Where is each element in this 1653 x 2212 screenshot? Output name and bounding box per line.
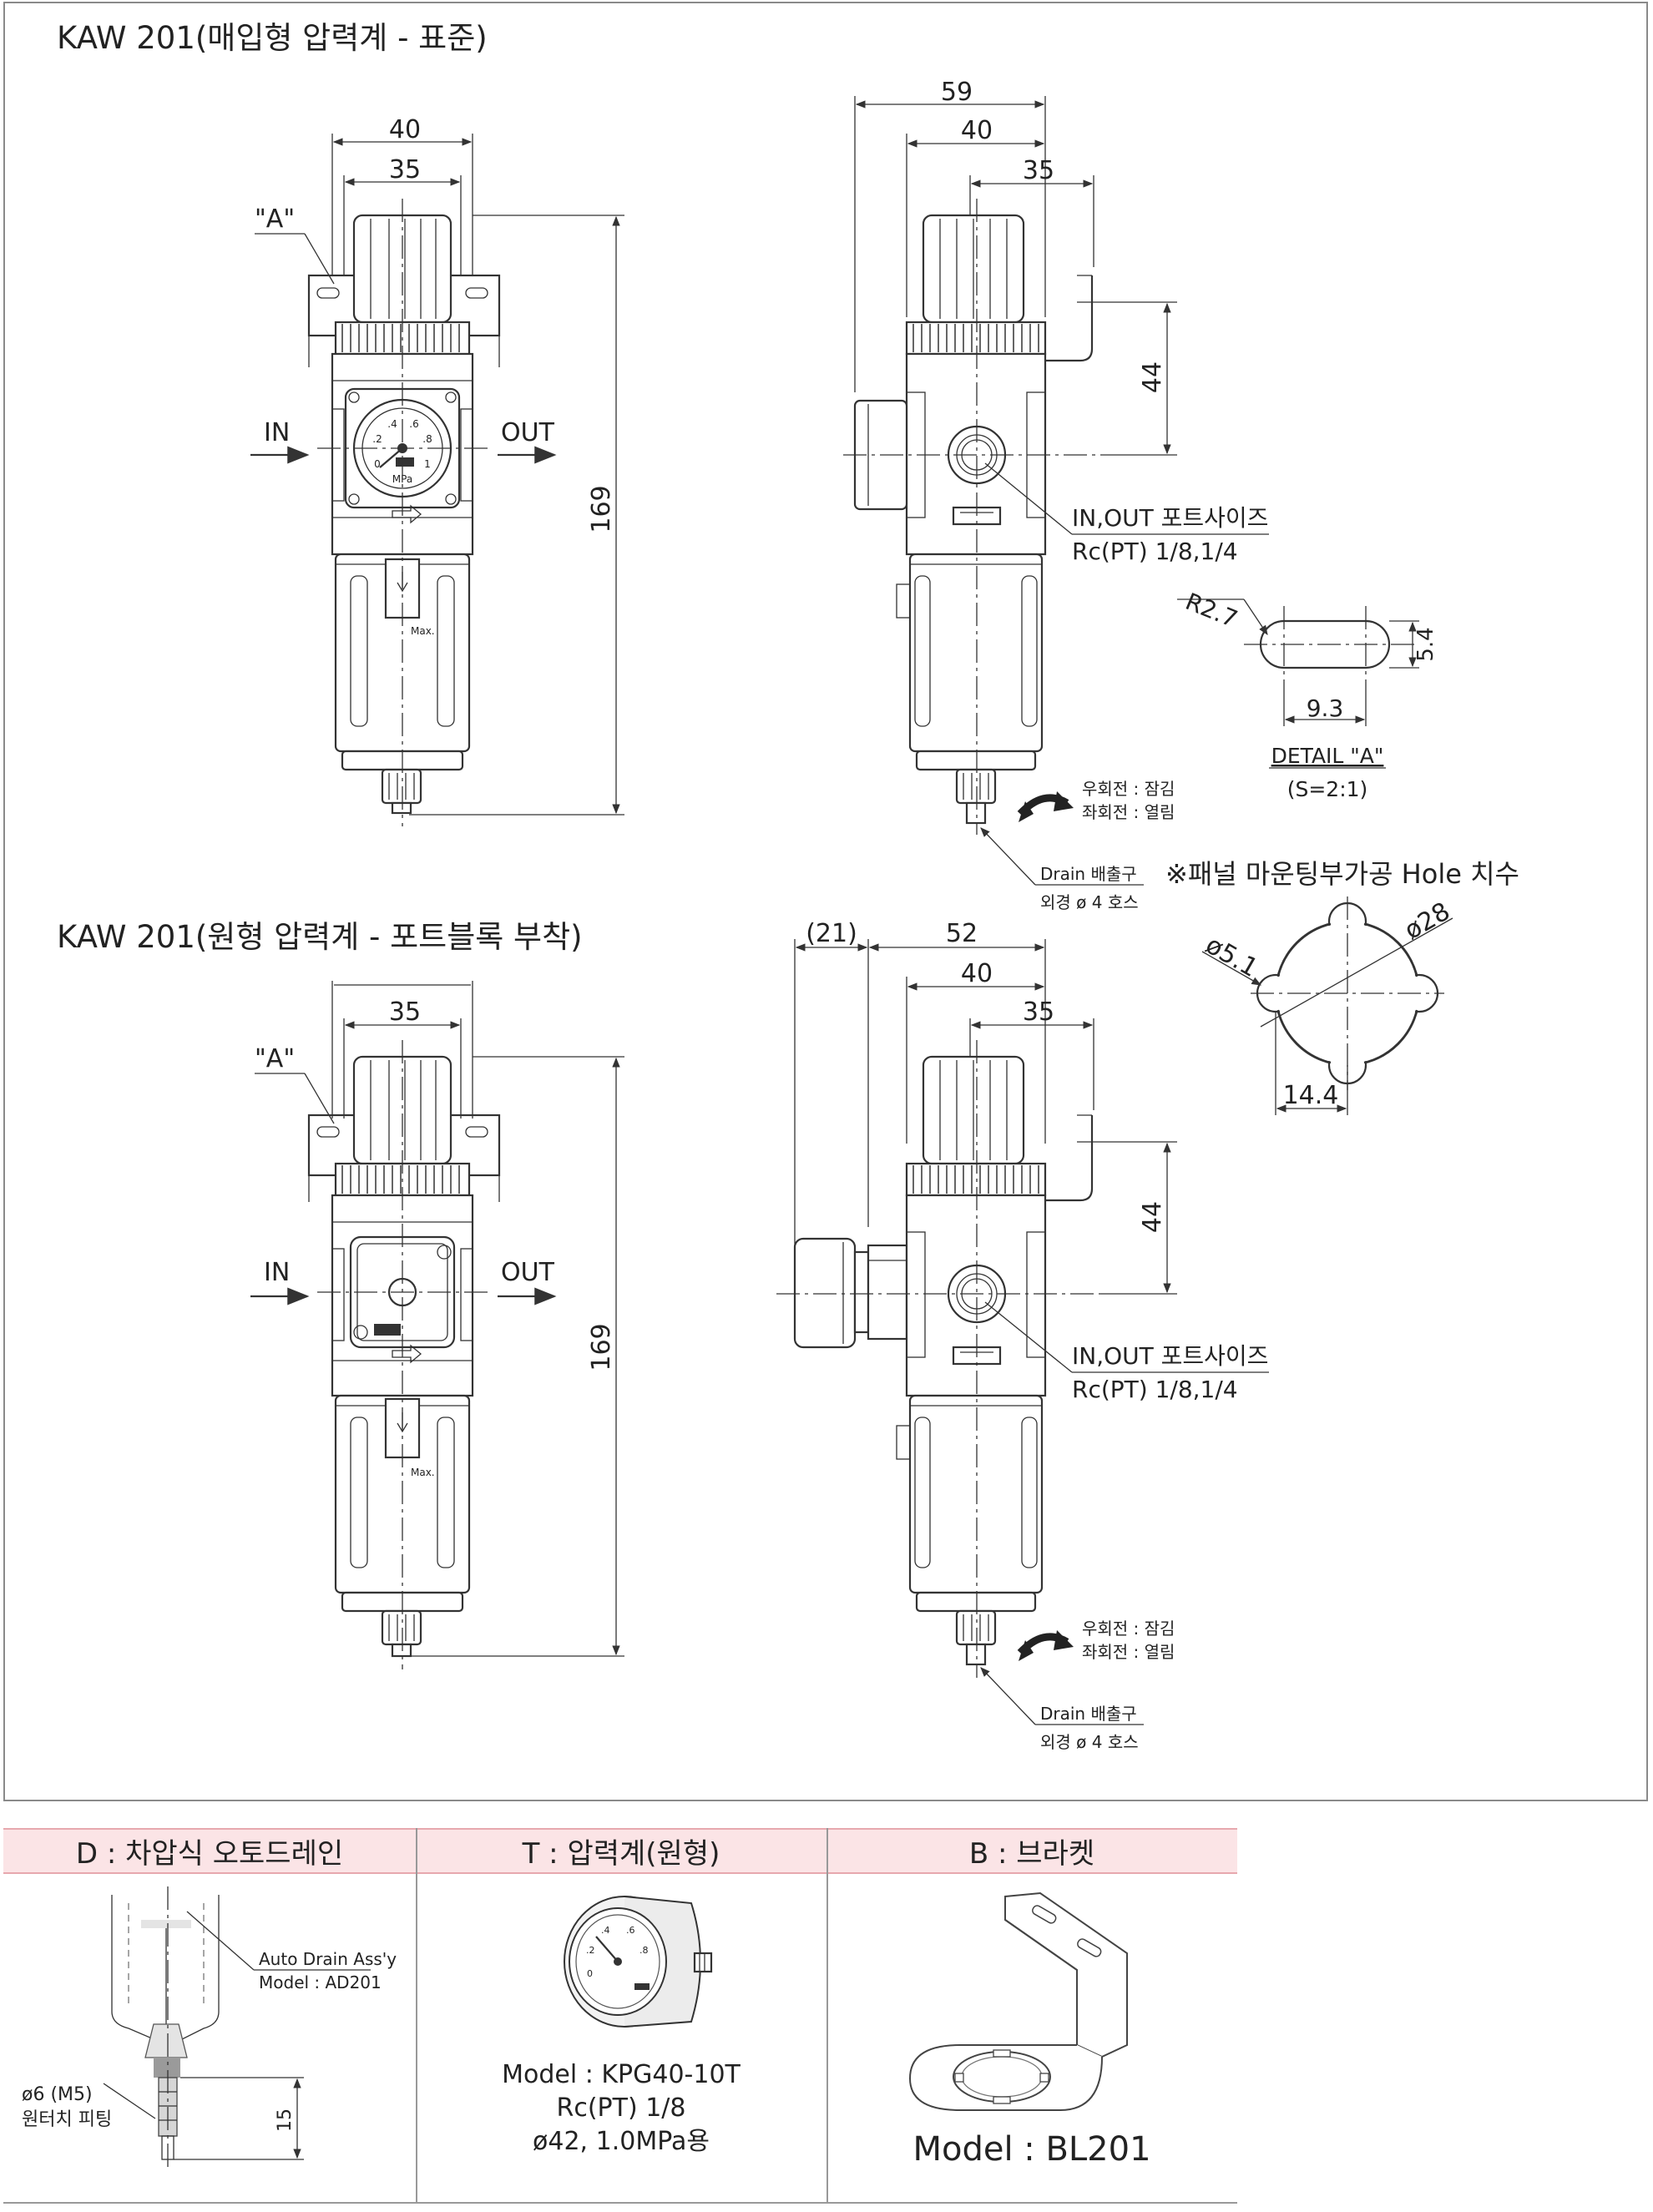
bracket-model: Model : BL201 (912, 2130, 1150, 2169)
label-a: "A" (255, 205, 295, 234)
title-top: KAW 201(매입형 압력계 - 표준) (57, 20, 488, 56)
gauge-spec: ø42, 1.0MPa용 (533, 2127, 710, 2156)
dim-35-b: 35 (389, 997, 421, 1027)
label-out-b: OUT (501, 1258, 555, 1287)
column-divider (416, 1828, 417, 2204)
dim-40: 40 (961, 116, 993, 145)
rotation-ccw: 좌회전 : 열림 (1082, 802, 1175, 822)
panel-hole: ※패널 마운팅부가공 Hole 치수 ø5.1 ø28 14.4 (1165, 858, 1519, 1115)
svg-text:.2: .2 (586, 1945, 595, 1956)
panel-w: 14.4 (1283, 1081, 1339, 1110)
side-view-bottom: (21) 52 40 35 (776, 919, 1269, 1752)
option-b-header: B : 브라켓 (826, 1828, 1237, 1874)
svg-text:.8: .8 (422, 433, 432, 445)
dim-59: 59 (941, 78, 973, 107)
detail-h: 5.4 (1413, 627, 1438, 661)
svg-text:.4: .4 (387, 418, 397, 430)
svg-text:.8: .8 (639, 1945, 649, 1956)
fitting-dim: 15 (275, 2108, 296, 2132)
fitting-type: 원터치 피팅 (22, 2109, 112, 2130)
svg-text:0: 0 (587, 1968, 593, 1979)
svg-text:.6: .6 (626, 1925, 635, 1936)
panel-d-small: ø5.1 (1201, 931, 1263, 983)
gauge-model: Model : KPG40-10T (502, 2060, 741, 2089)
dim-40: 40 (389, 115, 421, 144)
bracket-illustration: Model : BL201 (908, 1891, 1151, 2169)
svg-text:.6: .6 (409, 418, 418, 430)
dim-35-c: 35 (1023, 997, 1054, 1027)
options-table: D : 차압식 오토드레인 T : 압력계(원형) B : 브라켓 Auto D… (3, 1828, 1237, 2204)
dim-44-b: 44 (1138, 1201, 1167, 1233)
title-bottom: KAW 201(원형 압력계 - 포트블록 부착) (57, 919, 583, 955)
front-view-bottom: 35 "A" (250, 981, 624, 1669)
table-bottom-border (3, 2202, 1237, 2204)
dim-52: 52 (946, 919, 978, 948)
drain-hose-b: 외경 ø 4 호스 (1040, 1732, 1139, 1752)
detail-r: R2.7 (1181, 588, 1241, 634)
label-out: OUT (501, 418, 555, 447)
column-divider (826, 1828, 828, 2204)
rotation-ccw-b: 좌회전 : 열림 (1082, 1642, 1175, 1662)
drawing-frame (3, 2, 1648, 1801)
panel-d-big: ø28 (1400, 896, 1455, 946)
drain-hose: 외경 ø 4 호스 (1040, 892, 1139, 912)
rotation-cw-b: 우회전 : 잠김 (1082, 1619, 1175, 1639)
round-gauge-illustration: 0 .2 .4 .6 .8 Model : KPG40-10T Rc(PT) 1/8 ø… (502, 1896, 741, 2156)
detail-a: R2.7 5.4 9.3 DETAIL "A" (S=2:1) (1177, 588, 1438, 801)
technical-drawing: KAW 201(매입형 압력계 - 표준) KAW 201(원형 압력계 - 포… (57, 20, 1519, 1752)
svg-text:1: 1 (424, 458, 431, 470)
port-size-b: Rc(PT) 1/8,1/4 (1072, 1376, 1238, 1403)
dim-40-b: 40 (961, 959, 993, 988)
rotation-cw: 우회전 : 잠김 (1082, 779, 1175, 799)
svg-text:.2: .2 (372, 433, 382, 445)
port-label: IN,OUT 포트사이즈 (1072, 504, 1268, 532)
label-in-b: IN (264, 1258, 290, 1287)
auto-drain-part: Auto Drain Ass'y (259, 1949, 397, 1969)
dim-169-b: 169 (587, 1323, 616, 1371)
port-label-b: IN,OUT 포트사이즈 (1072, 1342, 1268, 1370)
dim-35: 35 (1023, 156, 1054, 185)
dim-21: (21) (806, 919, 857, 948)
dim-35: 35 (389, 155, 421, 184)
svg-text:.4: .4 (601, 1925, 610, 1936)
auto-drain-illustration: Auto Drain Ass'y Model : AD201 ø6 (M5) 원… (22, 1886, 397, 2170)
drain-label: Drain 배출구 (1040, 864, 1137, 884)
drain-label-b: Drain 배출구 (1040, 1704, 1137, 1724)
label-in: IN (264, 418, 290, 447)
detail-scale: (S=2:1) (1287, 777, 1368, 801)
bowl-max-b: Max. (411, 1467, 435, 1478)
fitting-size: ø6 (M5) (22, 2084, 93, 2105)
dim-44: 44 (1138, 361, 1167, 393)
label-a-b: "A" (255, 1044, 295, 1073)
port-size: Rc(PT) 1/8,1/4 (1072, 538, 1238, 565)
gauge-port: Rc(PT) 1/8 (557, 2093, 686, 2123)
option-t-header: T : 압력계(원형) (416, 1828, 826, 1874)
svg-text:0: 0 (374, 458, 381, 470)
dim-169: 169 (587, 485, 616, 533)
bowl-max: Max. (411, 625, 435, 637)
side-view-top: 59 40 35 (843, 78, 1269, 912)
panel-hole-title: ※패널 마운팅부가공 Hole 치수 (1165, 858, 1519, 890)
front-view-top: 40 35 "A" (250, 115, 624, 826)
detail-w: 9.3 (1307, 694, 1344, 722)
detail-title: DETAIL "A" (1271, 744, 1384, 768)
auto-drain-model: Model : AD201 (259, 1972, 382, 1992)
option-d-header: D : 차압식 오토드레인 (3, 1828, 416, 1874)
